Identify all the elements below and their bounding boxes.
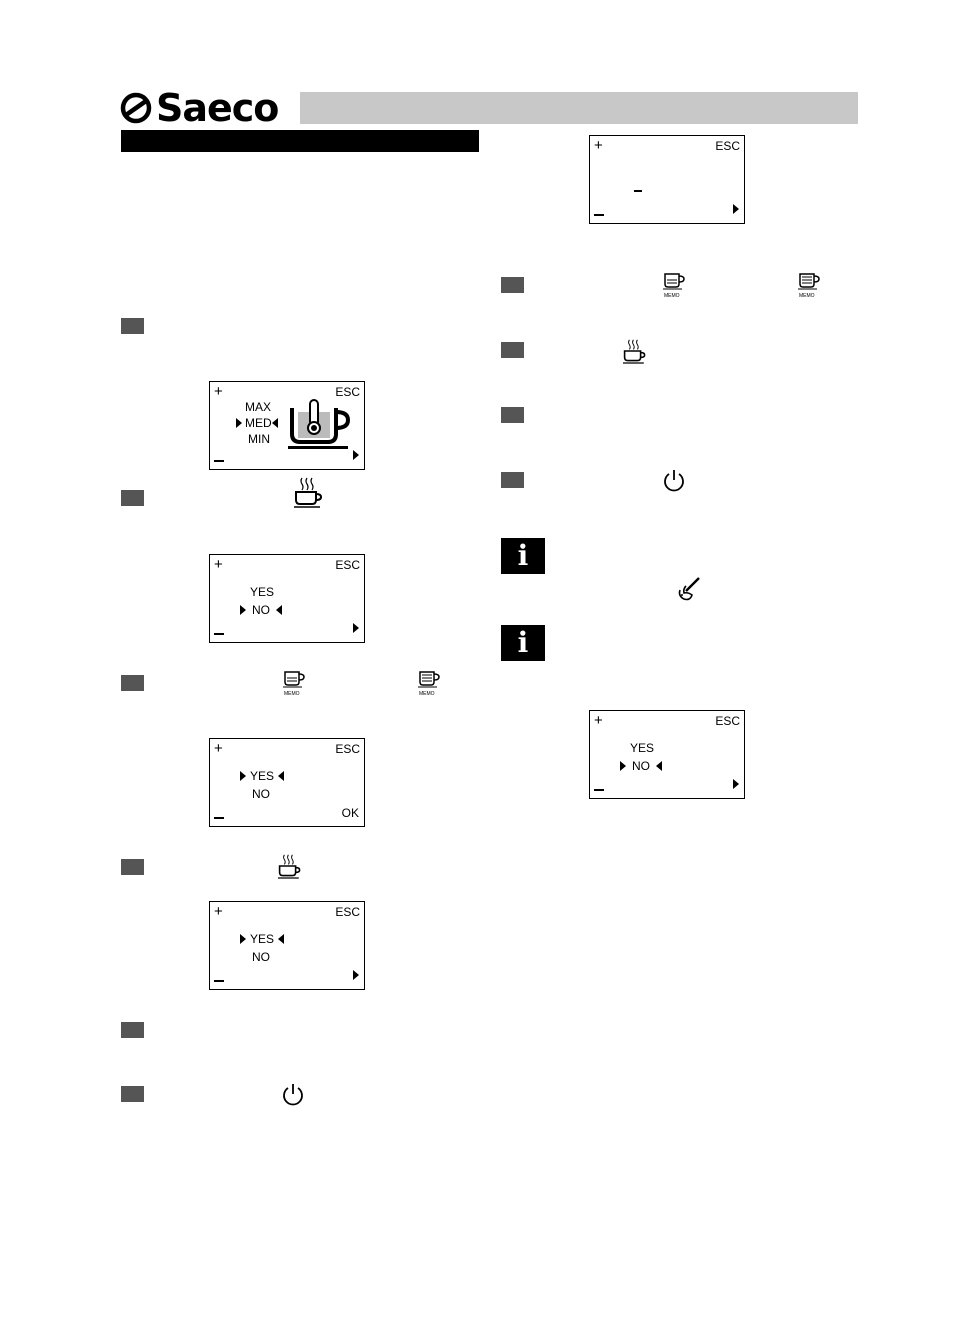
- temp-max: MAX: [245, 400, 272, 414]
- memo-text: MEMO: [419, 691, 435, 697]
- option-yes: YES: [250, 932, 275, 946]
- memo-cup-icon: MEMO: [282, 670, 306, 698]
- saeco-logo: Saeco: [120, 86, 290, 130]
- next-arrow: [353, 970, 359, 980]
- hot-cup-icon: [294, 476, 324, 508]
- hot-cup-icon: [278, 852, 302, 880]
- option-yes: YES: [630, 741, 655, 755]
- minus-label: [214, 460, 224, 462]
- lcd-display-confirm-ok: + ESC YES NO OK: [209, 738, 365, 827]
- lcd-display-value: + ESC: [589, 135, 745, 224]
- lcd-display-confirm: + ESC YES NO: [209, 901, 365, 990]
- temp-min: MIN: [248, 432, 270, 446]
- memo-text: MEMO: [664, 293, 680, 299]
- step-marker: [121, 490, 144, 506]
- esc-label: ESC: [335, 385, 360, 399]
- step-marker: [121, 859, 144, 875]
- brand-name: Saeco: [156, 86, 279, 130]
- option-no: NO: [252, 787, 270, 801]
- header-grey-bar: [300, 92, 858, 124]
- memo-text: MEMO: [799, 293, 815, 299]
- hot-cup-icon: [623, 337, 647, 365]
- ok-label: OK: [341, 806, 359, 820]
- info-icon: i: [501, 538, 545, 574]
- power-icon: [281, 1083, 305, 1107]
- selector-right-arrow: [656, 761, 662, 771]
- next-arrow: [353, 450, 359, 460]
- esc-label: ESC: [715, 714, 740, 728]
- lcd-display-confirm: + ESC YES NO: [209, 554, 365, 643]
- temp-med: MED: [245, 416, 272, 430]
- selector-right-arrow: [272, 418, 278, 428]
- esc-label: ESC: [715, 139, 740, 153]
- step-marker: [501, 342, 524, 358]
- selector-right-arrow: [278, 771, 284, 781]
- step-marker: [121, 675, 144, 691]
- plus-label: +: [594, 137, 603, 154]
- option-no: NO: [252, 603, 270, 617]
- steam-wand-icon: [676, 576, 702, 602]
- selector-left-arrow: [240, 605, 246, 615]
- step-marker: [501, 277, 524, 293]
- selector-left-arrow: [620, 761, 626, 771]
- minus-label: [214, 980, 224, 982]
- minus-label: [594, 789, 604, 791]
- memo-cup-icon: MEMO: [797, 272, 821, 300]
- memo-text: MEMO: [284, 691, 300, 697]
- step-marker: [121, 1022, 144, 1038]
- value-dash: [634, 190, 642, 192]
- lcd-display-confirm: + ESC YES NO: [589, 710, 745, 799]
- next-arrow: [733, 204, 739, 214]
- minus-label: [214, 817, 224, 819]
- plus-label: +: [214, 903, 223, 920]
- minus-label: [594, 214, 604, 216]
- step-marker: [121, 318, 144, 334]
- section-title-bar: [121, 130, 479, 152]
- option-yes: YES: [250, 585, 275, 599]
- selector-right-arrow: [278, 934, 284, 944]
- esc-label: ESC: [335, 905, 360, 919]
- esc-label: ESC: [335, 742, 360, 756]
- saeco-logo-icon: [120, 92, 152, 124]
- selector-left-arrow: [240, 934, 246, 944]
- next-arrow: [353, 623, 359, 633]
- selector-right-arrow: [276, 605, 282, 615]
- esc-label: ESC: [335, 558, 360, 572]
- memo-cup-icon: MEMO: [662, 272, 686, 300]
- step-marker: [121, 1086, 144, 1102]
- info-icon: i: [501, 625, 545, 661]
- step-marker: [501, 407, 524, 423]
- step-marker: [501, 472, 524, 488]
- option-no: NO: [252, 950, 270, 964]
- option-no: NO: [632, 759, 650, 773]
- option-yes: YES: [250, 769, 275, 783]
- thermometer-cup-icon: [288, 399, 351, 449]
- plus-label: +: [214, 556, 223, 573]
- plus-label: +: [594, 712, 603, 729]
- lcd-display-temperature: + ESC MAX MED MIN: [209, 381, 365, 470]
- next-arrow: [733, 779, 739, 789]
- power-icon: [662, 469, 686, 493]
- memo-cup-icon: MEMO: [417, 670, 441, 698]
- plus-label: +: [214, 740, 223, 757]
- minus-label: [214, 633, 224, 635]
- selector-left-arrow: [236, 418, 242, 428]
- plus-label: +: [214, 383, 223, 400]
- selector-left-arrow: [240, 771, 246, 781]
